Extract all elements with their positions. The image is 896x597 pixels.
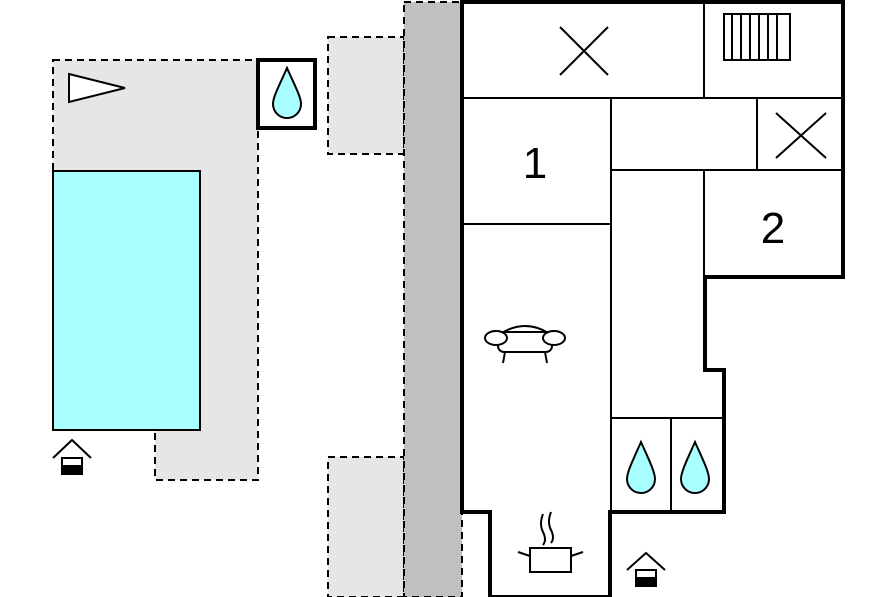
radiator-icon	[723, 13, 791, 61]
interior-walls	[462, 2, 843, 512]
covered-walkway	[403, 1, 463, 597]
triangle-marker-icon	[68, 72, 126, 104]
pool	[52, 170, 201, 431]
room-label-2: 2	[761, 204, 785, 253]
water-drop-icon	[679, 439, 711, 494]
entrance-house-icon	[626, 551, 666, 587]
terrace-small-bottom	[327, 456, 405, 597]
x-mark-icon	[775, 112, 827, 159]
x-mark-icon	[559, 26, 609, 76]
water-drop-icon	[625, 439, 657, 494]
cooking-pot-icon	[517, 511, 584, 573]
building-outline	[460, 0, 845, 597]
sofa-icon	[484, 325, 566, 364]
entrance-house-icon	[52, 438, 92, 475]
outdoor-shower	[256, 58, 317, 130]
water-drop-icon	[271, 65, 303, 119]
terrace-small-top	[327, 36, 405, 155]
room-label-1: 1	[523, 139, 547, 188]
